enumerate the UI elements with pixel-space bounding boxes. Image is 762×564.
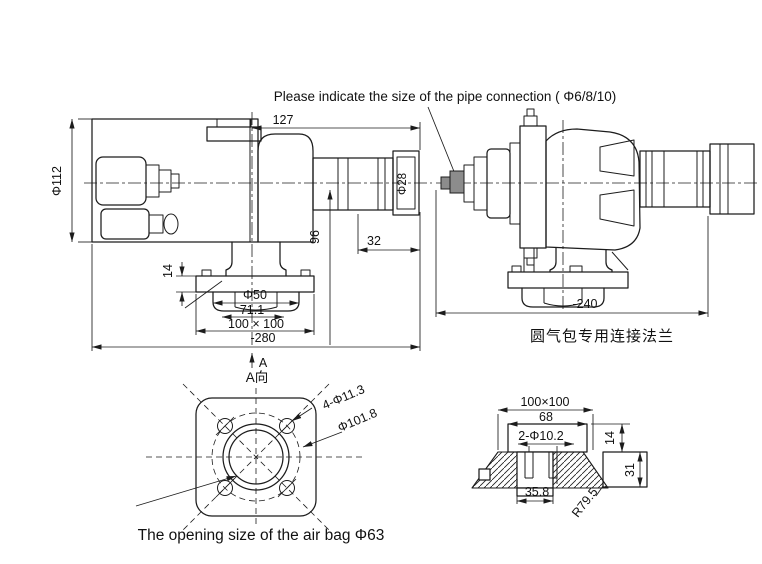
right-view-dimensions: -240: [435, 190, 709, 317]
dim-14-label: 14: [161, 264, 175, 278]
dim-bolt-holes-label: 4-Φ11.3: [320, 382, 366, 412]
outlet-pipe: [312, 150, 420, 216]
opening-outer-circle: [222, 423, 290, 491]
dim-bolt-circle-label: Φ101.8: [336, 406, 379, 435]
section-a-view: A向 4-Φ11.3 Φ101.8 The opening size of th…: [135, 370, 385, 544]
flange-dim-holes-label: 2-Φ10.2: [518, 429, 563, 443]
air-bag-opening-caption: The opening size of the air bag Φ63: [138, 527, 385, 544]
dim-32-label: 32: [367, 234, 381, 248]
bolt-holes: [215, 416, 297, 498]
section-letter-label: A: [259, 356, 268, 370]
section-view-title: A向: [246, 370, 269, 385]
dim-100x100-label: 100 × 100: [228, 317, 284, 331]
flange-dim-14-label: 14: [603, 431, 617, 445]
left-view-dimensions: 127 Φ112 Φ28 96 32 14 Φ50 71.1 100 × 100: [50, 113, 421, 370]
central-casting: [257, 133, 314, 243]
dim-96-label: 96: [308, 230, 322, 244]
diagonal-centerline-2: [182, 383, 330, 531]
dim-280-label: -280: [250, 331, 275, 345]
flange-dim-radius-label: R79.5: [569, 485, 601, 520]
base-flange: [184, 241, 315, 312]
pipe-connection-fitting: [440, 170, 465, 194]
flange-dim-35-8-label: 35.8: [525, 485, 549, 499]
section-view-dimensions: 4-Φ11.3 Φ101.8: [135, 382, 379, 507]
right-outlet-pipe: [639, 143, 755, 215]
base-plate: [195, 275, 315, 293]
swivel-fittings: [95, 156, 180, 240]
flange-side-profile: [602, 451, 648, 488]
right-body-casting: [545, 128, 641, 251]
pipe-connection-note: Please indicate the size of the pipe con…: [274, 89, 616, 104]
flange-dim-68-label: 68: [539, 410, 553, 424]
bolt-circle: [211, 412, 301, 502]
dim-240-label: -240: [572, 297, 597, 311]
flange-caption-cn: 圆气包专用连接法兰: [530, 328, 674, 345]
flange-dim-100x100-label: 100×100: [520, 395, 569, 409]
right-side-view: -240 圆气包专用连接法兰: [427, 106, 758, 345]
dim-71-label: 71.1: [240, 303, 264, 317]
flange-dim-31-label: 31: [623, 463, 637, 477]
connection-flange-plate: [519, 108, 547, 266]
right-fitting-stack: [463, 142, 521, 225]
opening-inner-circle: [228, 429, 284, 485]
flange-step: [516, 487, 554, 497]
dim-phi112-label: Φ112: [50, 166, 64, 196]
opening-skirt: [212, 291, 300, 312]
pipe-connection-leader: [427, 106, 456, 175]
left-side-view: 127 Φ112 Φ28 96 32 14 Φ50 71.1 100 × 100: [50, 112, 432, 370]
dim-phi50-label: Φ50: [243, 288, 267, 302]
pipe-end-disc: [392, 150, 420, 216]
dim-phi28-label: Φ28: [397, 173, 409, 195]
top-bracket: [206, 118, 262, 142]
dim-127-label: 127: [273, 113, 294, 127]
flange-cross-section: [471, 451, 648, 497]
air-bag-body: [91, 118, 259, 243]
flange-section-view: 100×100 68 2-Φ10.2 1: [471, 395, 648, 520]
right-base-flange: [507, 247, 629, 308]
